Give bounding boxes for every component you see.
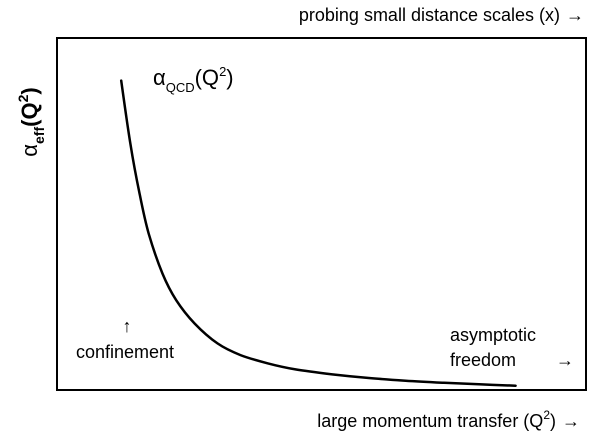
y-axis-label: αeff(Q2) bbox=[15, 87, 47, 156]
asymptotic-freedom-label-line1: asymptotic bbox=[450, 325, 536, 345]
series-label-alpha-qcd: αQCD(Q2) bbox=[153, 64, 234, 95]
series-line-alpha-qcd bbox=[119, 79, 517, 387]
confinement-label: confinement bbox=[76, 342, 174, 362]
asymptotic-freedom-arrow: → bbox=[556, 350, 574, 370]
asymptotic-freedom-label-line2: freedom→ bbox=[450, 350, 574, 370]
plot-frame bbox=[56, 37, 587, 391]
confinement-arrow: ↑ bbox=[123, 316, 132, 336]
top-axis-label: probing small distance scales (x)→ bbox=[299, 5, 584, 25]
x-axis-label: large momentum transfer (Q2)→ bbox=[317, 408, 580, 431]
